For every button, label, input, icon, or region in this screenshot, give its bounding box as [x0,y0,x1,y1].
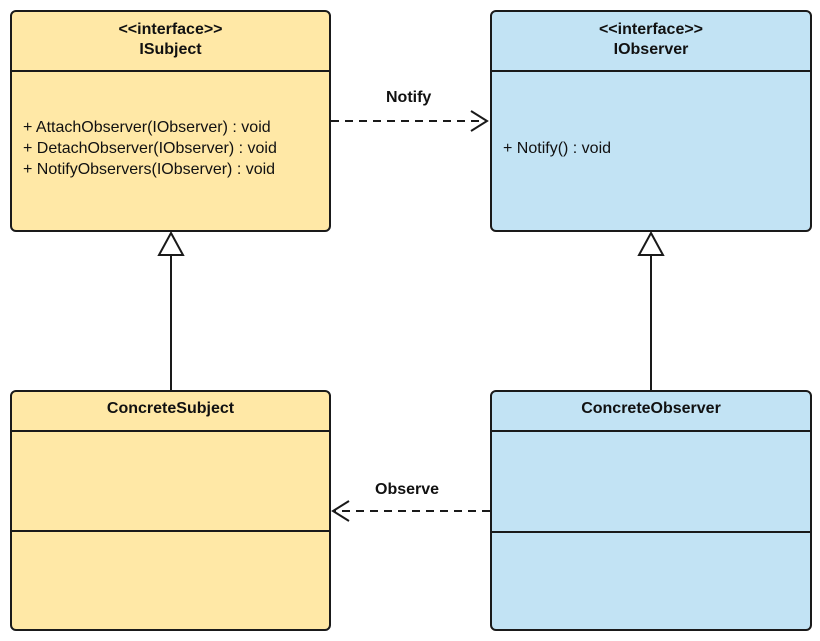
iobserver-method: + Notify() : void [503,140,612,157]
observer-generalization-triangle [637,230,665,256]
iobserver-methods: + Notify() : void [492,72,810,159]
iobserver-name: IObserver [613,41,689,58]
concrete-observer-attributes [492,432,810,533]
isubject-class-box[interactable]: <<interface>> ISubject + AttachObserver(… [10,10,331,232]
isubject-method: + DetachObserver(IObserver) : void [23,140,277,157]
concrete-subject-name: ConcreteSubject [106,400,235,417]
concrete-subject-header: ConcreteSubject [12,392,329,432]
isubject-name: ISubject [139,41,202,58]
concrete-observer-header: ConcreteObserver [492,392,810,432]
observe-arrowhead [331,500,350,522]
iobserver-header: <<interface>> IObserver [492,12,810,72]
concrete-observer-class-box[interactable]: ConcreteObserver [490,390,812,631]
concrete-observer-name: ConcreteObserver [581,400,721,417]
notify-arrowhead [470,110,489,132]
isubject-methods: + AttachObserver(IObserver) : void + Det… [12,72,329,180]
notify-label: Notify [386,89,432,106]
observe-label: Observe [375,481,440,498]
iobserver-stereotype: <<interface>> [598,21,704,38]
iobserver-class-box[interactable]: <<interface>> IObserver + Notify() : voi… [490,10,812,232]
concrete-subject-class-box[interactable]: ConcreteSubject [10,390,331,631]
subject-generalization-triangle [157,230,185,256]
isubject-header: <<interface>> ISubject [12,12,329,72]
isubject-method: + AttachObserver(IObserver) : void [23,119,271,136]
isubject-stereotype: <<interface>> [118,21,223,38]
isubject-method: + NotifyObservers(IObserver) : void [23,161,276,178]
concrete-subject-attributes [12,432,329,532]
